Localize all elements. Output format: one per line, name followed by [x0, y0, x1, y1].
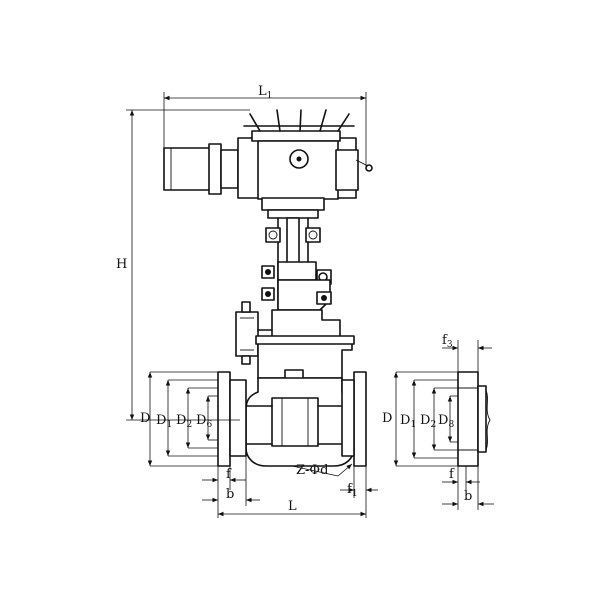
flange-side-view	[457, 371, 491, 467]
label-D1: D1	[156, 413, 172, 430]
label-right-D: D	[382, 411, 392, 426]
right-flange	[341, 371, 367, 467]
valve-wedge	[271, 397, 319, 447]
label-Z-phi-d: Z-Φd	[296, 463, 328, 478]
label-b-left: b	[226, 487, 234, 502]
label-right-D1: D1	[400, 413, 416, 430]
label-f-left: f	[226, 467, 232, 482]
motor-flange	[208, 143, 222, 195]
label-f3: f3	[442, 333, 453, 350]
label-L: L	[288, 499, 297, 514]
dimension-lines	[126, 92, 494, 518]
label-right-f: f	[449, 467, 455, 482]
label-L1: L1	[258, 84, 272, 101]
dimension-labels: L1 H D D1 D2 D6 Z-Φd f f1 b L D D1 D2 D8…	[116, 84, 472, 514]
label-D2: D2	[176, 413, 192, 430]
label-right-D8: D8	[438, 413, 454, 430]
packing-gland	[235, 311, 259, 357]
electric-actuator	[163, 109, 373, 219]
label-H: H	[116, 257, 127, 272]
label-D6: D6	[196, 413, 212, 430]
label-right-b: b	[464, 489, 472, 504]
label-right-D2: D2	[420, 413, 436, 430]
valve-body	[217, 377, 359, 467]
label-D: D	[140, 411, 150, 426]
left-flange	[217, 371, 247, 467]
label-f1: f1	[347, 482, 358, 499]
